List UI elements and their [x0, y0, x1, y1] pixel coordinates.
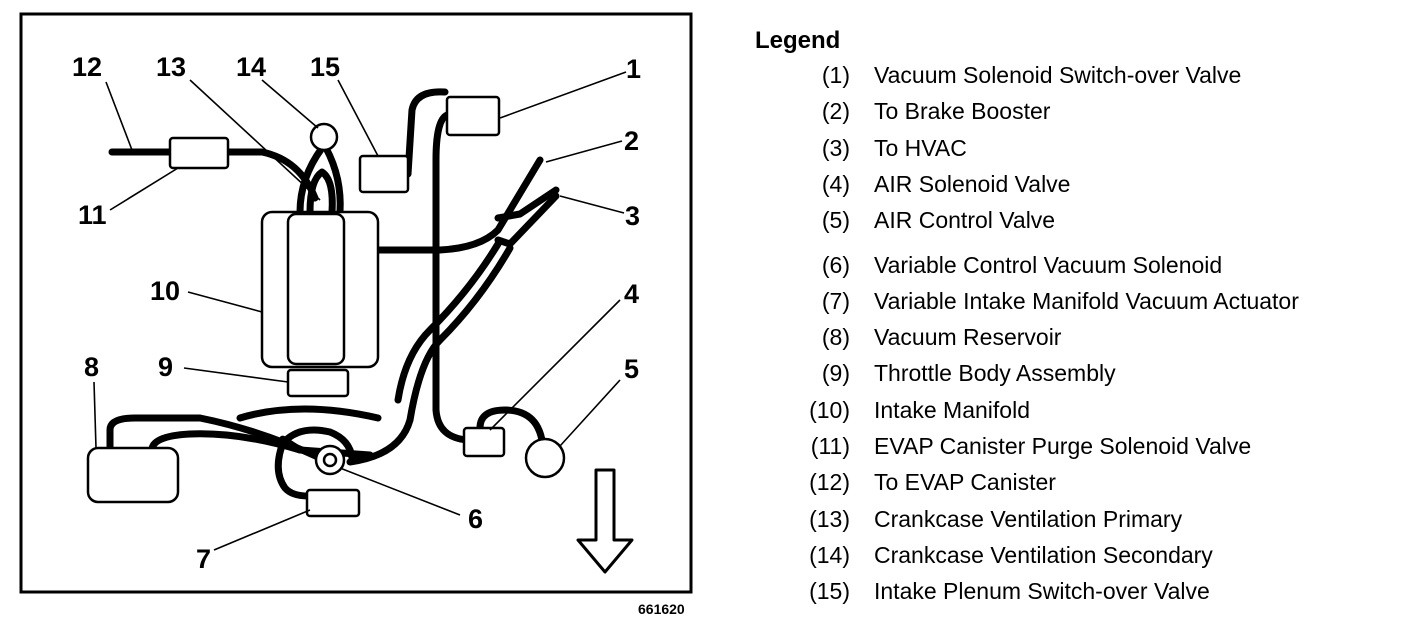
hose-crankcase-secondary-2 — [322, 144, 344, 216]
legend-item-number: (2) — [821, 98, 850, 125]
legend-item-number: (9) — [821, 360, 850, 387]
leader-8 — [93, 381, 97, 449]
legend-title: Legend — [755, 27, 841, 54]
legend-item-text: Throttle Body Assembly — [874, 360, 1116, 387]
plenum-switchover-valve — [358, 154, 410, 194]
legend-item-text: Variable Intake Manifold Vacuum Actuator — [874, 287, 1299, 314]
leader-13 — [189, 79, 321, 201]
leader-1 — [499, 71, 627, 119]
diagram-frame — [19, 12, 693, 594]
legend-item-text: AIR Solenoid Valve — [874, 170, 1071, 197]
callout-4: 4 — [624, 279, 639, 309]
callout-15: 15 — [310, 52, 340, 82]
legend-item-text: Crankcase Ventilation Secondary — [874, 541, 1213, 568]
legend-item-text: Intake Plenum Switch-over Valve — [874, 578, 1210, 605]
callout-2: 2 — [624, 126, 639, 156]
legend-item-number: (3) — [821, 134, 850, 161]
legend-item-number: (10) — [809, 396, 850, 423]
legend-item-number: (7) — [821, 287, 850, 314]
callout-5: 5 — [624, 354, 639, 384]
legend-item-number: (6) — [821, 251, 850, 278]
leader-2 — [545, 140, 623, 163]
intake-manifold-core — [286, 212, 346, 366]
legend-item-number: (5) — [821, 207, 850, 234]
leader-7 — [213, 509, 311, 551]
hose-plenum-to-solenoid — [404, 88, 449, 178]
hose-down-inner — [394, 240, 502, 404]
leader-3 — [559, 195, 625, 214]
callout-1: 1 — [626, 54, 641, 84]
variable-control-solenoid-inner — [322, 452, 338, 468]
leader-9 — [183, 367, 289, 383]
legend-item-number: (11) — [810, 433, 850, 459]
vacuum-solenoid-switchover — [445, 95, 501, 137]
intake-manifold — [260, 210, 380, 369]
vacuum-actuator — [305, 488, 361, 518]
legend-item-text: To Brake Booster — [874, 98, 1051, 125]
leader-4 — [489, 299, 621, 431]
leader-5 — [559, 379, 621, 447]
hose-upper-arc — [236, 405, 382, 422]
legend-item-text: Variable Control Vacuum Solenoid — [874, 251, 1223, 278]
legend-item-number: (15) — [809, 578, 850, 605]
hose-manifold-to-booster — [374, 156, 544, 254]
callout-7: 7 — [196, 544, 211, 574]
crankcase-secondary-valve — [309, 122, 339, 152]
legend-item-number: (14) — [809, 541, 850, 568]
hose-hvac-branch-a — [494, 186, 560, 222]
callout-10: 10 — [150, 276, 180, 306]
air-solenoid-valve — [462, 426, 506, 458]
vacuum-hose-diagram: 1 2 3 4 5 6 7 8 9 10 11 12 13 14 15 6616… — [0, 0, 700, 632]
evap-purge-solenoid — [168, 136, 230, 170]
legend-item-number: (13) — [809, 505, 850, 532]
vacuum-reservoir — [86, 446, 180, 504]
legend-item-text: Vacuum Reservoir — [874, 324, 1062, 351]
hose-down-outer — [346, 244, 514, 466]
down-arrow-icon — [576, 468, 634, 574]
legend-item-number: (12) — [809, 469, 850, 496]
leader-11 — [109, 167, 179, 211]
hose-solenoid-to-air — [432, 111, 472, 444]
leader-14 — [261, 79, 319, 129]
leader-15 — [337, 79, 379, 157]
legend-item-number: (1) — [821, 62, 850, 88]
callout-13: 13 — [156, 52, 186, 82]
callout-8: 8 — [84, 352, 99, 382]
figure-id: 661620 — [638, 601, 685, 617]
legend-item-text: EVAP Canister Purge Solenoid Valve — [874, 433, 1252, 459]
legend-item-text: Vacuum Solenoid Switch-over Valve — [874, 62, 1242, 88]
legend-item-text: To HVAC — [874, 134, 967, 161]
callout-6: 6 — [468, 504, 483, 534]
diagram-drawing: 1 2 3 4 5 6 7 8 9 10 11 12 13 14 15 6616… — [19, 12, 693, 617]
hose-actuator-arc — [280, 426, 356, 462]
legend-item-text: Crankcase Ventilation Primary — [874, 505, 1183, 532]
legend-item-text: Intake Manifold — [874, 396, 1030, 423]
legend-item-number: (4) — [821, 170, 850, 197]
leader-6 — [339, 467, 461, 516]
hose-crankcase-secondary — [296, 144, 326, 216]
hose-crankcase-primary — [306, 168, 336, 216]
callout-9: 9 — [158, 352, 173, 382]
leader-12 — [105, 81, 133, 151]
callout-14: 14 — [236, 52, 266, 82]
callout-3: 3 — [625, 201, 640, 231]
hose-hvac-branch-b — [494, 192, 560, 248]
throttle-body — [286, 368, 350, 398]
legend-item-number: (8) — [821, 324, 850, 351]
air-control-valve — [524, 437, 566, 479]
legend-item-text: AIR Control Valve — [874, 207, 1056, 234]
callout-11: 11 — [78, 200, 107, 230]
hose-reservoir-secondary — [148, 430, 374, 459]
legend-item-text: To EVAP Canister — [874, 469, 1056, 496]
hose-air-to-control — [476, 406, 547, 452]
leader-10 — [187, 291, 263, 313]
callout-12: 12 — [72, 52, 102, 82]
